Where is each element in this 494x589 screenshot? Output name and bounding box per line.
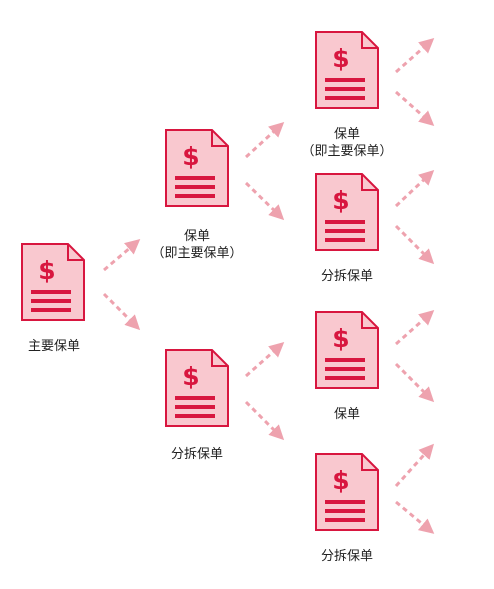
dashed-arrow	[394, 443, 435, 488]
node-label-l2-d: 分拆保单	[320, 549, 373, 564]
dashed-arrow	[395, 310, 435, 346]
dollar-sign-icon: $	[332, 186, 349, 215]
dollar-document-icon: $	[21, 243, 85, 321]
dollar-document-icon: $	[165, 349, 229, 427]
node-label-l1-bot: 分拆保单	[170, 447, 223, 462]
dashed-arrow	[245, 342, 285, 378]
dollar-sign-icon: $	[332, 466, 349, 495]
dollar-document-icon: $	[165, 129, 229, 207]
dollar-sign-icon: $	[182, 142, 199, 171]
dashed-arrow	[102, 292, 141, 331]
dollar-sign-icon: $	[38, 256, 55, 285]
dollar-sign-icon: $	[332, 324, 349, 353]
node-label-l1-top: 保单 （即主要保单）	[151, 229, 243, 261]
dashed-arrow	[395, 500, 435, 534]
dashed-arrow	[395, 38, 435, 74]
dollar-document-icon: $	[315, 173, 379, 251]
documents: $ $ $ $ $ $ $	[21, 31, 379, 531]
dashed-arrow	[244, 181, 285, 221]
dashed-arrow	[103, 239, 141, 272]
dollar-document-icon: $	[315, 31, 379, 109]
dollar-sign-icon: $	[182, 362, 199, 391]
dollar-sign-icon: $	[332, 44, 349, 73]
dashed-arrow	[394, 224, 435, 265]
node-label-l2-a: 保单 （即主要保单）	[301, 127, 393, 159]
dashed-arrow	[394, 169, 435, 208]
dollar-document-icon: $	[315, 311, 379, 389]
arrows	[102, 38, 435, 534]
dollar-document-icon: $	[315, 453, 379, 531]
node-label-l2-c: 保单	[333, 407, 360, 422]
dashed-arrow	[244, 121, 285, 159]
dashed-arrow	[394, 362, 435, 403]
node-label-root: 主要保单	[27, 339, 80, 354]
node-label-l2-b: 分拆保单	[320, 269, 373, 284]
dashed-arrow	[395, 90, 435, 126]
